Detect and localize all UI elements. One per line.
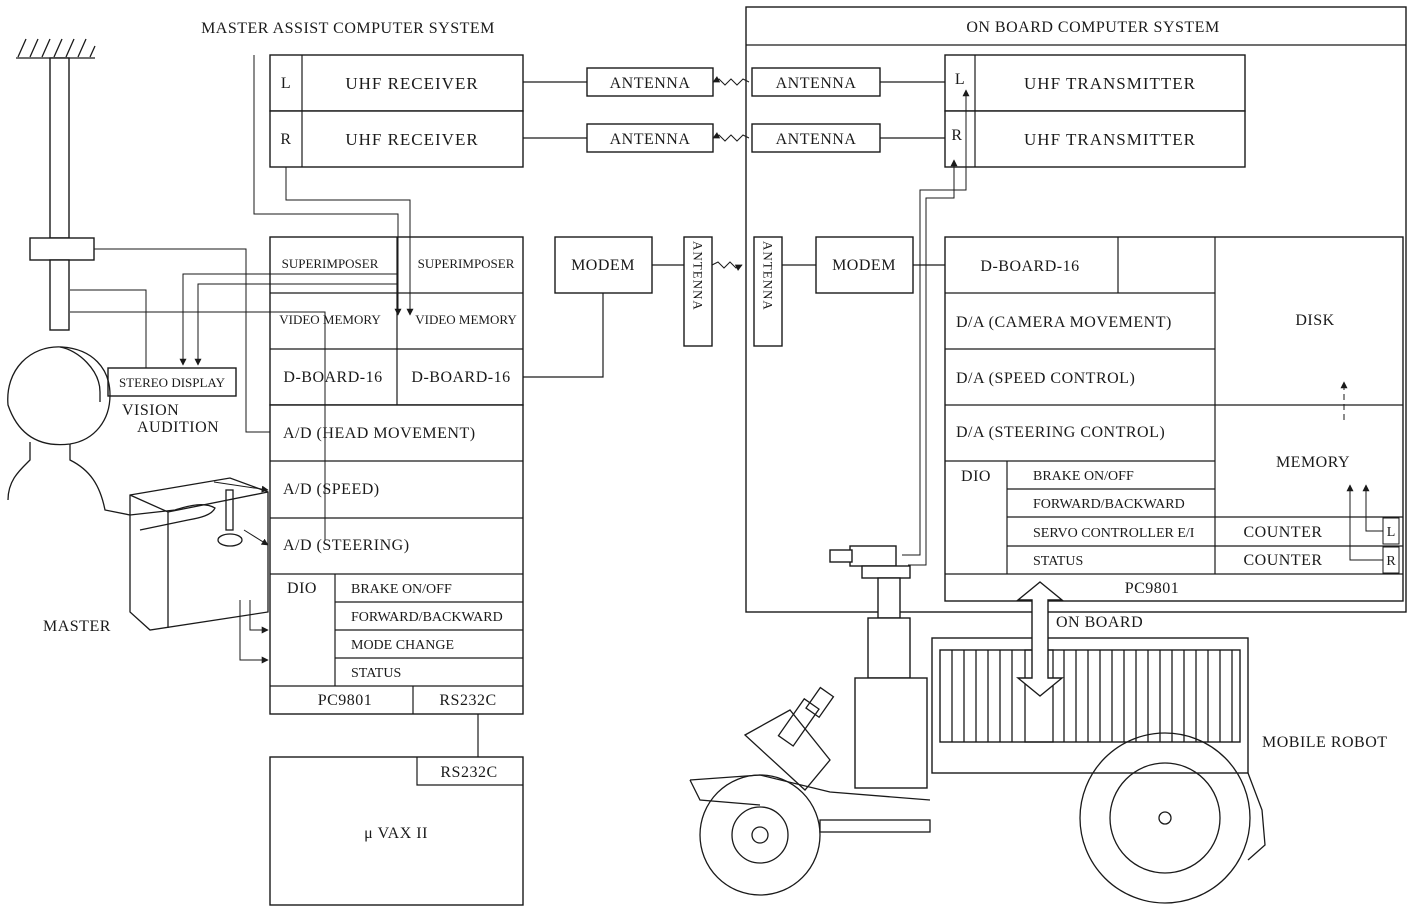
master-vertical-antenna: ANTENNA: [683, 236, 713, 347]
stereo-display: STEREO DISPLAY: [107, 367, 237, 397]
vax-rs232: RS232C: [440, 764, 497, 781]
audition-label: AUDITION: [137, 419, 219, 436]
master-antenna-1: ANTENNA: [586, 67, 714, 97]
master-dio-forward-backward: FORWARD/BACKWARD: [351, 610, 503, 625]
onboard-modem: MODEM: [815, 236, 914, 294]
rx-channel-l: L: [281, 75, 291, 92]
onboard-antenna-1: ANTENNA: [751, 67, 881, 97]
onboard-antenna-2: ANTENNA: [751, 123, 881, 153]
counter-1: COUNTER: [1243, 524, 1322, 541]
master-io-block: [269, 404, 524, 715]
da-steering-control: D/A (STEERING CONTROL): [956, 424, 1165, 441]
master-operator-illustration: [7, 346, 269, 664]
vax-name: μ VAX II: [364, 825, 428, 842]
master-antenna-2: ANTENNA: [586, 123, 714, 153]
master-dboard-r: D-BOARD-16: [411, 369, 510, 386]
master-rs232: RS232C: [439, 692, 496, 709]
vax-block: [269, 756, 524, 906]
onboard-main-block: [944, 236, 1404, 602]
onboard-link-arrow: [1016, 581, 1064, 697]
onboard-dboard: D-BOARD-16: [980, 258, 1079, 275]
on-board-label: ON BOARD: [1056, 614, 1143, 631]
onboard-dio-brake: BRAKE ON/OFF: [1033, 469, 1134, 484]
uhf-transmitter-l: L UHF TRANSMITTER: [944, 54, 1246, 112]
svg-text:ANTENNA: ANTENNA: [776, 131, 857, 148]
svg-text:STEREO DISPLAY: STEREO DISPLAY: [119, 375, 226, 390]
counter-2: COUNTER: [1243, 552, 1322, 569]
superimposer-r: SUPERIMPOSER: [418, 256, 515, 271]
svg-text:L: L: [955, 71, 965, 88]
video-memory-l: VIDEO MEMORY: [279, 312, 381, 327]
svg-text:R: R: [951, 127, 962, 144]
ceiling-mount-illustration: [16, 38, 326, 540]
onboard-pc: PC9801: [1125, 580, 1180, 597]
master-label: MASTER: [43, 618, 111, 635]
master-vertical-antenna-label: ANTENNA: [691, 241, 706, 311]
disk-label: DISK: [1295, 312, 1334, 329]
master-pc: PC9801: [318, 692, 373, 709]
svg-text:ANTENNA: ANTENNA: [610, 131, 691, 148]
memory-label: MEMORY: [1276, 454, 1350, 471]
video-processing-block: [269, 236, 524, 406]
onboard-dio-servo: SERVO CONTROLLER E/I: [1033, 526, 1195, 541]
master-dio-status: STATUS: [351, 666, 401, 681]
rx-channel-r: R: [280, 131, 291, 148]
da-camera-movement: D/A (CAMERA MOVEMENT): [956, 314, 1172, 331]
da-speed-control: D/A (SPEED CONTROL): [956, 370, 1135, 387]
mobile-robot-label: MOBILE ROBOT: [1262, 734, 1388, 751]
onboard-dio-status: STATUS: [1033, 554, 1083, 569]
ad-head-movement: A/D (HEAD MOVEMENT): [283, 425, 476, 442]
svg-text:UHF TRANSMITTER: UHF TRANSMITTER: [1024, 74, 1196, 93]
rx-label-r: UHF RECEIVER: [345, 130, 478, 149]
uhf-receiver-r: R UHF RECEIVER: [269, 110, 524, 168]
onboard-dio-forward-backward: FORWARD/BACKWARD: [1033, 497, 1185, 512]
svg-text:ANTENNA: ANTENNA: [776, 75, 857, 92]
counter-channel-l: L: [1387, 525, 1396, 540]
superimposer-l: SUPERIMPOSER: [282, 256, 379, 271]
vision-label: VISION: [122, 402, 179, 419]
video-memory-r: VIDEO MEMORY: [415, 312, 517, 327]
rx-label-l: UHF RECEIVER: [345, 74, 478, 93]
ad-speed: A/D (SPEED): [283, 481, 380, 498]
svg-text:MODEM: MODEM: [832, 257, 896, 274]
onboard-dio-label: DIO: [961, 468, 991, 485]
master-dio-label: DIO: [287, 580, 317, 597]
onboard-vertical-antenna-label: ANTENNA: [761, 241, 776, 311]
svg-text:UHF TRANSMITTER: UHF TRANSMITTER: [1024, 130, 1196, 149]
mobile-robot-illustration: [689, 545, 1266, 904]
svg-text:MODEM: MODEM: [571, 257, 635, 274]
ad-steering: A/D (STEERING): [283, 537, 410, 554]
master-dio-brake: BRAKE ON/OFF: [351, 582, 452, 597]
counter-channel-r: R: [1386, 554, 1396, 569]
onboard-vertical-antenna: ANTENNA: [753, 236, 783, 347]
uhf-receiver-l: L UHF RECEIVER: [269, 54, 524, 112]
master-modem: MODEM: [554, 236, 653, 294]
master-system-title: MASTER ASSIST COMPUTER SYSTEM: [201, 20, 495, 37]
onboard-system-title: ON BOARD COMPUTER SYSTEM: [966, 19, 1219, 36]
uhf-transmitter-r: R UHF TRANSMITTER: [944, 110, 1246, 168]
master-dboard-l: D-BOARD-16: [283, 369, 382, 386]
svg-text:ANTENNA: ANTENNA: [610, 75, 691, 92]
master-dio-mode-change: MODE CHANGE: [351, 638, 454, 653]
